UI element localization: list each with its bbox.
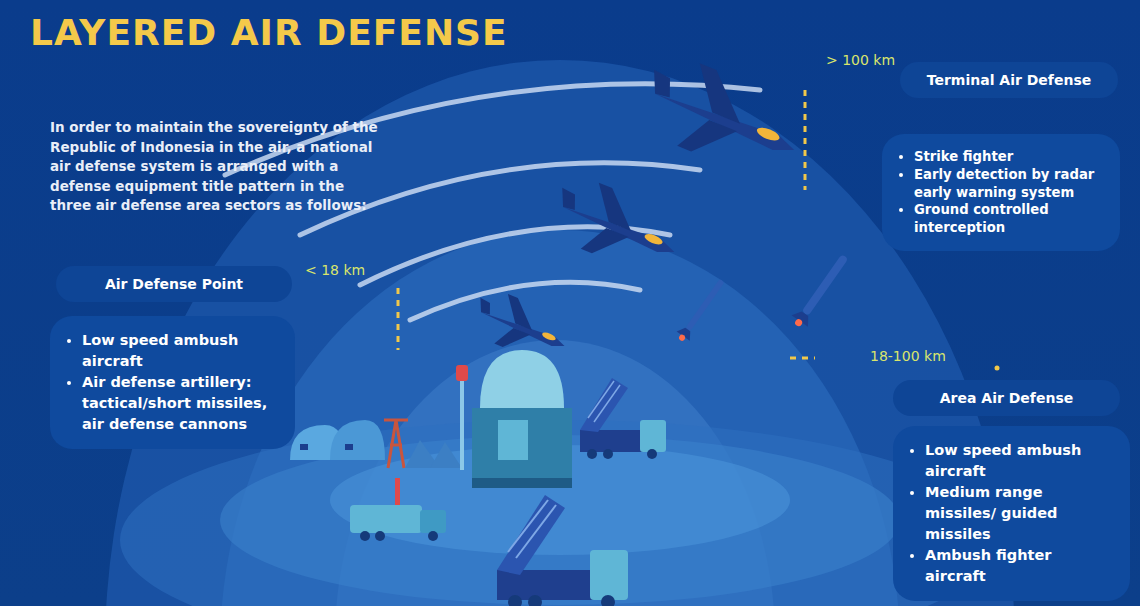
marker-dot <box>995 366 1000 371</box>
launcher-truck <box>497 495 628 606</box>
panel-body: Strike fighterEarly detection by radar e… <box>882 134 1120 251</box>
bullet-item: Early detection by radar early warning s… <box>914 166 1106 202</box>
range-label: < 18 km <box>305 262 365 278</box>
panel-body: Low speed ambush aircraftMedium range mi… <box>893 426 1130 601</box>
hangars <box>290 420 385 460</box>
bullet-list: Low speed ambush aircraftMedium range mi… <box>903 440 1116 587</box>
watchtower <box>384 420 408 468</box>
bullet-item: Strike fighter <box>914 148 1106 166</box>
truck <box>350 478 446 541</box>
defense-panel: Terminal Air DefenseStrike fighterEarly … <box>882 62 1120 251</box>
bullet-item: Ambush fighter aircraft <box>925 545 1116 587</box>
panel-heading: Terminal Air Defense <box>900 62 1118 98</box>
title: LAYERED AIR DEFENSE <box>30 12 508 53</box>
radar-station <box>456 350 572 488</box>
middle-dome <box>220 230 900 606</box>
launcher-truck <box>580 378 666 459</box>
missile <box>674 276 729 345</box>
panel-heading: Air Defense Point <box>56 266 292 302</box>
bullet-item: Low speed ambush aircraft <box>82 330 281 372</box>
fighter-plane <box>544 171 688 282</box>
defense-panel: Area Air DefenseLow speed ambush aircraf… <box>893 380 1130 601</box>
missile <box>788 251 853 332</box>
bullet-item: Air defense artillery: tactical/short mi… <box>82 372 281 435</box>
bullet-list: Strike fighterEarly detection by radar e… <box>892 148 1106 237</box>
fighter-plane <box>631 48 811 187</box>
bullet-item: Medium range missiles/ guided missiles <box>925 482 1116 545</box>
bullet-item: Ground controlled interception <box>914 201 1106 237</box>
panel-heading: Area Air Defense <box>893 380 1120 416</box>
bullet-item: Low speed ambush aircraft <box>925 440 1116 482</box>
range-label: 18-100 km <box>870 348 946 364</box>
intro-text: In order to maintain the sovereignty of … <box>50 118 380 216</box>
defense-panel: Air Defense PointLow speed ambush aircra… <box>50 266 295 449</box>
range-label: > 100 km <box>826 52 895 68</box>
tents <box>405 440 462 468</box>
bullet-list: Low speed ambush aircraftAir defense art… <box>60 330 281 435</box>
panel-body: Low speed ambush aircraftAir defense art… <box>50 316 295 449</box>
